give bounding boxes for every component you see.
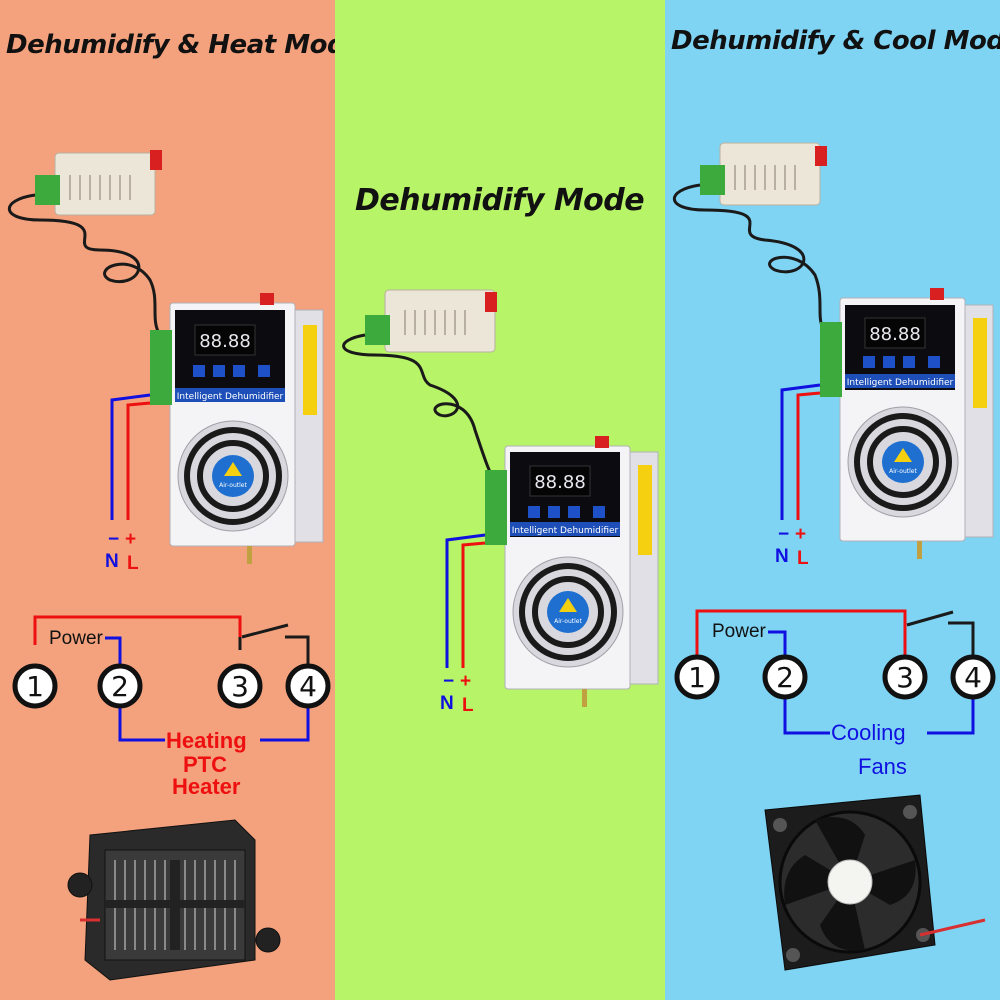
svg-text:3: 3	[896, 661, 914, 694]
live-wire	[126, 401, 151, 520]
cool-power-line	[695, 609, 907, 655]
dry-device-display: 88.88	[534, 472, 586, 493]
neutral-wire	[110, 393, 151, 520]
dehumidifier-unit: 88.88 Intelligent Dehumidifier Air-outle…	[150, 293, 324, 564]
heat-power-label: Power	[47, 628, 105, 649]
cool-device-display: 88.88	[869, 324, 921, 345]
heat-load-line-2: PTC	[183, 752, 227, 777]
live-wire	[461, 541, 486, 668]
cool-load-line-2: Fans	[858, 754, 907, 779]
svg-text:2: 2	[111, 670, 129, 703]
sensor-cable	[672, 183, 827, 332]
cool-terminal-3: 3	[882, 654, 928, 700]
dry-minus-sign: −	[443, 671, 455, 692]
cool-terminal-1: 1	[674, 654, 720, 700]
heat-terminal-1: 1	[12, 663, 58, 709]
heat-load-line-3: Heater	[172, 774, 241, 799]
cool-neutral-label: N	[775, 546, 789, 567]
heat-terminal-2-lead	[100, 636, 122, 665]
cool-fan-label: Air-outlet	[889, 468, 917, 475]
dry-fan-label: Air-outlet	[554, 618, 582, 625]
cool-terminal-2: 2	[762, 654, 808, 700]
humidity-sensor	[700, 142, 827, 206]
dry-live-label: L	[462, 695, 474, 716]
heat-device-label: Intelligent Dehumidifier	[177, 392, 284, 402]
dry-device-illustration: 88.88 Intelligent Dehumidifier Air-outle…	[342, 289, 659, 707]
heat-minus-sign: −	[108, 529, 120, 550]
humidity-sensor	[365, 289, 497, 353]
heat-power-line	[33, 615, 242, 650]
heat-load-line-1: Heating	[166, 728, 247, 753]
cool-load-return	[783, 697, 830, 735]
dehumidify-mode-panel: Dehumidify Mode 88.88	[335, 0, 665, 1000]
cool-live-label: L	[797, 548, 809, 569]
heat-terminal-2: 2	[97, 663, 143, 709]
cool-mode-title: Dehumidify & Cool Mode	[671, 26, 1000, 56]
heat-load-feed	[260, 707, 310, 742]
cool-minus-sign: −	[778, 524, 790, 545]
cool-power-label: Power	[710, 621, 768, 642]
ptc-heater	[67, 819, 281, 981]
cool-relay-switch	[906, 610, 954, 627]
heat-terminal-3: 3	[217, 663, 263, 709]
svg-text:4: 4	[299, 670, 317, 703]
live-wire	[796, 391, 821, 520]
cooling-fan	[764, 794, 986, 971]
sensor-cable	[7, 193, 162, 336]
dry-neutral-label: N	[440, 693, 454, 714]
heat-neutral-label: N	[105, 551, 119, 572]
heat-mode-title: Dehumidify & Heat Mode	[6, 30, 335, 60]
heat-relay-switch	[241, 623, 289, 639]
svg-text:1: 1	[688, 661, 706, 694]
cool-load-feed	[927, 697, 975, 735]
svg-text:1: 1	[26, 670, 44, 703]
heat-mode-panel: Dehumidify & Heat Mode 88.88	[0, 0, 335, 1000]
svg-text:2: 2	[776, 661, 794, 694]
cool-mode-panel: Dehumidify & Cool Mode 88.88	[665, 0, 1000, 1000]
cool-device-label: Intelligent Dehumidifier	[847, 378, 954, 388]
sensor-cable	[342, 333, 497, 482]
dehumidifier-unit: 88.88 Intelligent Dehumidifier Air-outle…	[820, 288, 994, 559]
cool-terminal-4: 4	[950, 654, 996, 700]
heat-live-label: L	[127, 553, 139, 574]
svg-text:3: 3	[231, 670, 249, 703]
cool-load-line-1: Cooling	[831, 720, 906, 745]
cool-plus-sign: +	[795, 524, 807, 545]
dehumidifier-unit: 88.88 Intelligent Dehumidifier Air-outle…	[485, 436, 659, 707]
cool-wiring-diagram: 88.88 Intelligent Dehumidifier Air-outle…	[672, 142, 996, 971]
heat-device-display: 88.88	[199, 331, 251, 352]
dry-plus-sign: +	[460, 671, 472, 692]
heat-wiring-diagram: 88.88 Intelligent Dehumidifier Air-outle…	[7, 150, 331, 981]
heat-plus-sign: +	[125, 529, 137, 550]
neutral-wire	[445, 533, 486, 668]
heat-terminal-4: 4	[285, 663, 331, 709]
dry-mode-title: Dehumidify Mode	[355, 183, 645, 218]
humidity-sensor	[35, 150, 162, 216]
svg-text:4: 4	[964, 661, 982, 694]
dry-device-label: Intelligent Dehumidifier	[512, 526, 619, 536]
cool-terminal-2-lead	[765, 630, 787, 657]
heat-load-return	[118, 707, 165, 742]
heat-fan-label: Air-outlet	[219, 482, 247, 489]
neutral-wire	[780, 383, 821, 520]
